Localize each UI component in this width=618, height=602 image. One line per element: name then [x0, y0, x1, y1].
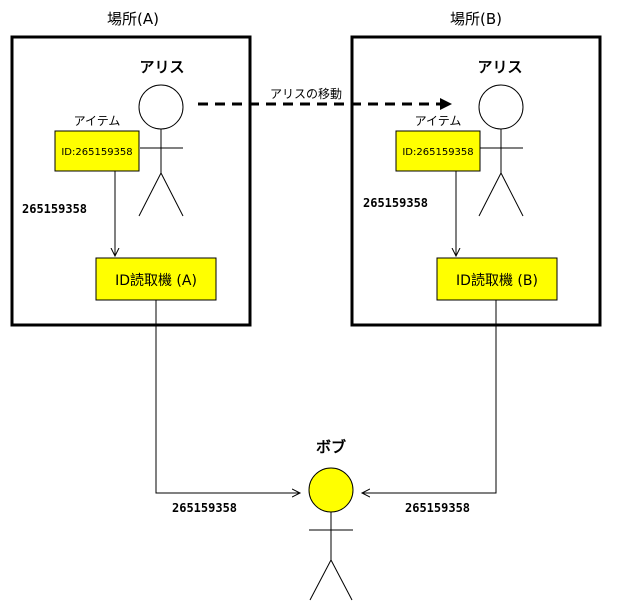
location-b-item-tag — [395, 130, 481, 172]
alice-b-left-leg — [478, 172, 502, 217]
location-b-title: 場所(B) — [450, 10, 502, 28]
location-a-box — [10, 35, 252, 327]
movement-label: アリスの移動 — [270, 87, 342, 101]
bob-received-from-b: 265159358 — [405, 501, 470, 515]
bob-left-leg — [309, 559, 332, 601]
location-a: 場所(A) アリス アイテム ID:265159358 265159358 ID… — [10, 10, 252, 327]
alice-b-head — [478, 84, 524, 130]
location-a-person-label: アリス — [139, 58, 184, 76]
id-reader-b-label: ID読取機 (B) — [456, 272, 538, 289]
bob-right-leg — [330, 559, 353, 601]
id-reader-b — [436, 257, 558, 301]
alice-a-right-leg — [160, 172, 184, 217]
location-a-item-id: ID:265159358 — [61, 147, 132, 158]
reader-b-to-bob-line — [362, 300, 497, 493]
location-a-title: 場所(A) — [107, 10, 159, 28]
location-b: 場所(B) アリス アイテム ID:265159358 265159358 ID… — [350, 10, 602, 327]
alice-a-left-leg — [138, 172, 162, 217]
location-a-item-tag — [54, 130, 140, 172]
location-b-box — [350, 35, 602, 327]
location-b-item-label: アイテム — [415, 114, 462, 128]
location-a-transfer-value: 265159358 — [22, 202, 87, 216]
location-b-person-label: アリス — [477, 58, 522, 76]
id-reader-a-label: ID読取機 (A) — [115, 272, 197, 289]
alice-a-figure — [138, 84, 184, 217]
location-b-transfer-value: 265159358 — [363, 196, 428, 210]
reader-a-to-bob-line — [155, 300, 300, 493]
id-reader-a — [95, 257, 217, 301]
alice-b-figure — [478, 84, 524, 217]
location-b-item-id: ID:265159358 — [402, 147, 473, 158]
alice-b-right-leg — [500, 172, 524, 217]
location-a-item-label: アイテム — [74, 114, 121, 128]
alice-a-head — [138, 84, 184, 130]
bob-head — [308, 467, 354, 513]
bob-label: ボブ — [316, 438, 346, 456]
bob: ボブ — [308, 438, 354, 601]
bob-received-from-a: 265159358 — [172, 501, 237, 515]
